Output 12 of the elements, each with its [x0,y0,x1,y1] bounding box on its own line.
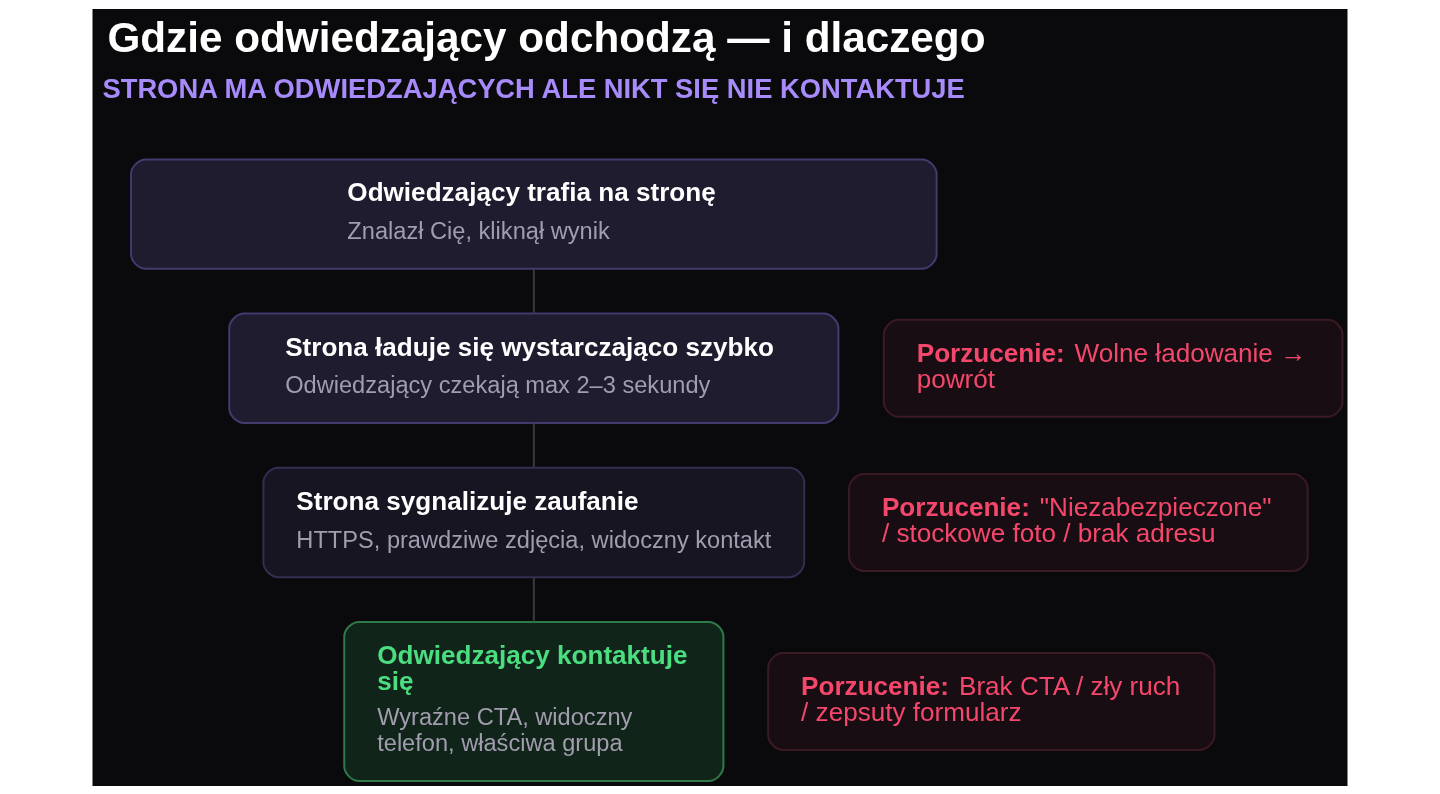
node-box: Porzucenie: Wolne ładowanie → powrót [882,318,1344,418]
label: STRONA MA ODWIEDZAJĄCYCH ALE NIKT SIĘ NIE KONTAKTUJE [102,72,965,104]
node-box: Strona ładuje się wystarczająco szybko Odwiedzający czekają max 2–3 sekundy [228,312,840,424]
node-box: Odwiedzający kontaktuje się Wyraźne CTA, widoczny telefon, właściwa grupa [343,620,725,782]
diagram-title: Gdzie odwiedzający odchodzą — i dlaczego [107,13,986,61]
connector [532,576,535,623]
node-box: Odwiedzający trafia na stronę Znalazł Cię, kliknął wynik [130,157,938,270]
node-box: Porzucenie: "Niezabezpieczone" / stockowe foto / brak adresu [848,472,1309,572]
connector [532,421,535,469]
node-box: Porzucenie: Brak CTA / zły ruch / zepsuty formularz [767,651,1216,751]
node-box: Strona sygnalizuje zaufanie HTTPS, prawdziwe zdjęcia, widoczny kontakt [262,466,806,578]
connector [532,267,535,315]
